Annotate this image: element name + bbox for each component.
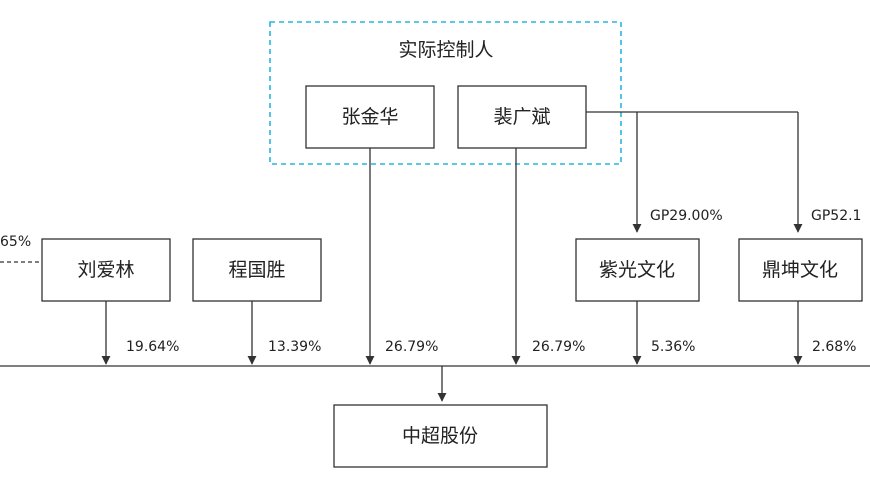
pct-pei: 26.79%	[532, 339, 585, 355]
shareholder-name-ziguang: 紫光文化	[599, 259, 675, 281]
controller-box-pei	[457, 85, 587, 149]
pct-dingkun: 2.68%	[812, 339, 856, 355]
shareholder-box-cheng	[192, 238, 322, 302]
left-cut-label: 65%	[0, 234, 31, 250]
controller-name-zhang: 张金华	[341, 106, 398, 128]
shareholder-name-liu: 刘爱林	[77, 259, 134, 281]
pct-ziguang: 5.36%	[651, 339, 695, 355]
company-box	[333, 404, 548, 468]
actual-controller-title: 实际控制人	[398, 39, 493, 61]
pct-cheng: 13.39%	[268, 339, 321, 355]
ziguang-gp-label: GP29.00%	[650, 208, 723, 224]
dingkun-gp-label: GP52.1	[811, 208, 861, 224]
controller-box-zhang	[305, 85, 435, 149]
pct-liu: 19.64%	[126, 339, 179, 355]
company-name: 中超股份	[402, 425, 478, 447]
actual-controller-group	[269, 21, 622, 165]
pct-zhang: 26.79%	[385, 339, 438, 355]
shareholder-name-cheng: 程国胜	[228, 259, 285, 281]
controller-name-pei: 裴广斌	[493, 106, 550, 128]
shareholder-name-dingkun: 鼎坤文化	[762, 259, 838, 281]
shareholder-box-dingkun	[738, 238, 863, 302]
